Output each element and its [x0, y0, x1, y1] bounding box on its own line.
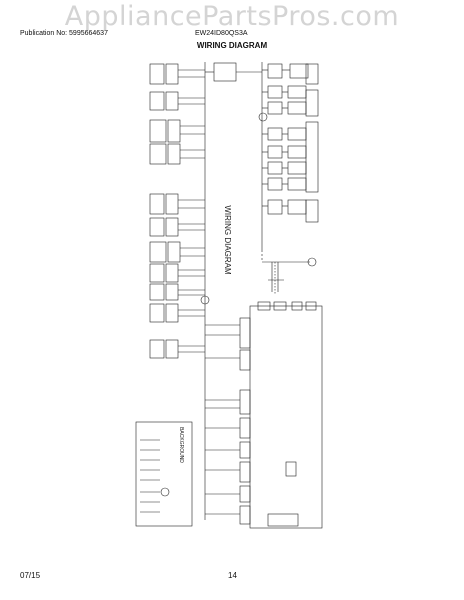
board-connectors	[205, 317, 299, 527]
legend-lines	[140, 439, 170, 513]
right-components	[262, 63, 319, 223]
wire-bundle	[268, 262, 284, 292]
page-title: WIRING DIAGRAM	[196, 41, 268, 50]
legend-label: BACKGROUND	[178, 427, 184, 463]
diagram-center-label: WIRING DIAGRAM	[223, 205, 232, 275]
main-control-board	[249, 305, 323, 529]
ground-symbol	[258, 112, 268, 122]
ground-symbol	[200, 295, 210, 305]
legend-box	[135, 421, 193, 527]
model-number: EW24ID80QS3A	[195, 30, 248, 37]
watermark: AppliancePartsPros.com	[64, 1, 400, 32]
ground-symbol	[307, 257, 317, 267]
left-components	[149, 63, 205, 359]
footer-date: 07/15	[20, 571, 41, 580]
top-motor-block	[213, 62, 237, 82]
page-number: 14	[228, 571, 237, 580]
publication-number: Publication No: 5995664637	[20, 30, 108, 37]
